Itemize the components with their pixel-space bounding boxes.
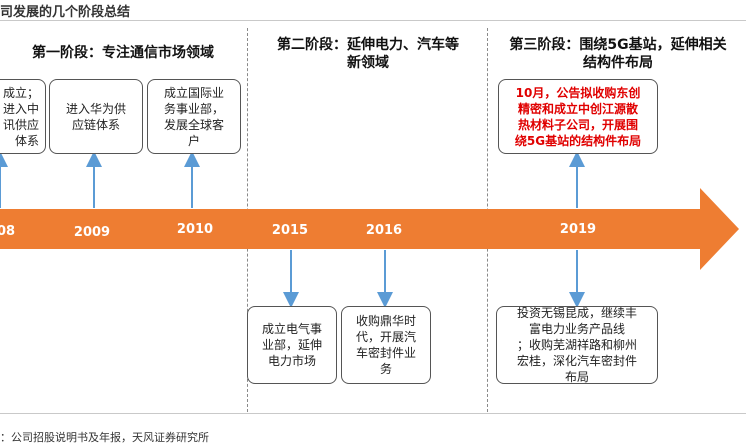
event-box-2016: 收购鼎华时 代，开展汽 车密封件业 务 (341, 306, 431, 384)
year-label-2016: 2016 (365, 223, 403, 238)
diagram-title: 司发展的几个阶段总结 (0, 5, 131, 20)
event-text-2019-top: 10月，公告拟收购东创 精密和成立中创江源散 热材料子公司，开展围 绕5G基站的… (514, 85, 642, 148)
event-text-2015: 成立电气事 业部，延伸 电力市场 (261, 322, 322, 368)
stage-1-title: 第一阶段：专注通信市场领域 (32, 45, 214, 61)
timeline-arrow (0, 188, 739, 270)
event-text-2010: 成立国际业 务事业部， 发展全球客 户 (163, 85, 224, 148)
stage-2-title: 第二阶段：延伸电力、汽车等 新领域 (277, 37, 459, 71)
footer-bar: ：公司招股说明书及年报，天风证券研究所 (0, 413, 746, 447)
event-box-2019-top: 10月，公告拟收购东创 精密和成立中创江源散 热材料子公司，开展围 绕5G基站的… (498, 79, 658, 154)
stage-3-title: 第三阶段：围绕5G基站，延伸相关 结构件布局 (509, 37, 727, 71)
year-label-2009: 2009 (73, 225, 111, 240)
event-box-2019-bottom: 投资无锡昆成，继续丰 富电力业务产品线 ；收购芜湖祥路和柳州 宏桂，深化汽车密封… (496, 306, 658, 384)
event-text-2009: 进入华为供 应链体系 (65, 101, 126, 132)
year-label-2010: 2010 (176, 222, 214, 237)
event-box-08: 成立； 进入中 讯供应 体系 (0, 79, 46, 154)
year-label-2019: 2019 (559, 222, 597, 237)
header-bar: 司发展的几个阶段总结 (0, 0, 746, 21)
year-label-08: 08 (0, 224, 16, 239)
event-text-2016: 收购鼎华时 代，开展汽 车密封件业 务 (355, 314, 416, 376)
source-note: ：公司招股说明书及年报，天风证券研究所 (0, 431, 209, 444)
event-text-2019-bottom: 投资无锡昆成，继续丰 富电力业务产品线 ；收购芜湖祥路和柳州 宏桂，深化汽车密封… (516, 306, 637, 384)
event-box-2010: 成立国际业 务事业部， 发展全球客 户 (147, 79, 241, 154)
event-box-2015: 成立电气事 业部，延伸 电力市场 (247, 306, 337, 384)
event-text-08: 成立； 进入中 讯供应 体系 (2, 85, 39, 148)
event-box-2009: 进入华为供 应链体系 (49, 79, 143, 154)
year-label-2015: 2015 (271, 223, 309, 238)
